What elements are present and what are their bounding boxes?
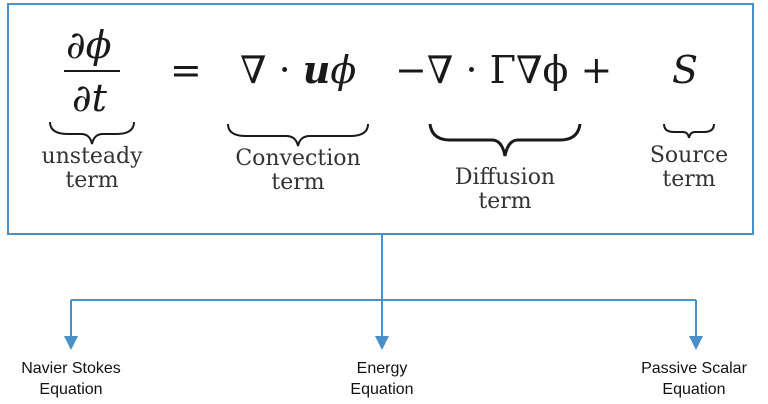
convection-brace <box>227 123 369 147</box>
label-line: term <box>478 189 532 214</box>
right-arrowhead <box>689 336 703 350</box>
label-line: Source <box>649 143 729 168</box>
source-term-label: Source term <box>634 144 744 192</box>
navier-stokes-equation-label: Navier Stokes Equation <box>4 358 138 400</box>
label-line: unsteady <box>41 144 143 169</box>
label-line: term <box>662 167 716 192</box>
source-term: S <box>672 48 699 92</box>
left-arrowhead <box>64 336 78 350</box>
velocity-vector: u <box>302 47 331 92</box>
unsteady-numerator: ∂ϕ <box>66 23 112 67</box>
label-line: Convection <box>235 146 361 171</box>
output-line: Navier Stokes <box>21 360 121 377</box>
label-line: Diffusion <box>454 165 556 190</box>
unsteady-denominator: ∂t <box>72 76 107 120</box>
label-line: term <box>65 168 119 193</box>
phi-symbol: ϕ <box>330 48 357 92</box>
convection-expression: ∇ · uϕ <box>240 47 357 92</box>
output-line: Equation <box>39 381 103 398</box>
output-line: Energy <box>356 360 408 377</box>
energy-equation-label: Energy Equation <box>322 358 442 400</box>
unsteady-term-label: unsteady term <box>32 145 152 193</box>
output-line: Passive Scalar <box>641 360 747 377</box>
diffusion-expression: −∇ · Γ∇ϕ + <box>395 48 613 92</box>
middle-arrowhead <box>375 336 389 350</box>
nabla-dot-operator: ∇ · <box>240 48 303 92</box>
passive-scalar-equation-label: Passive Scalar Equation <box>622 358 766 400</box>
source-brace <box>663 123 715 139</box>
output-line: Equation <box>662 381 726 398</box>
output-line: Equation <box>350 381 414 398</box>
label-line: term <box>271 170 325 195</box>
diffusion-term-label: Diffusion term <box>425 166 585 214</box>
equation-box <box>7 3 754 235</box>
convection-term-label: Convection term <box>218 147 378 195</box>
fraction-bar <box>64 70 120 72</box>
equals-sign: = <box>170 48 202 92</box>
unsteady-brace <box>49 121 135 145</box>
diffusion-brace <box>428 123 582 157</box>
